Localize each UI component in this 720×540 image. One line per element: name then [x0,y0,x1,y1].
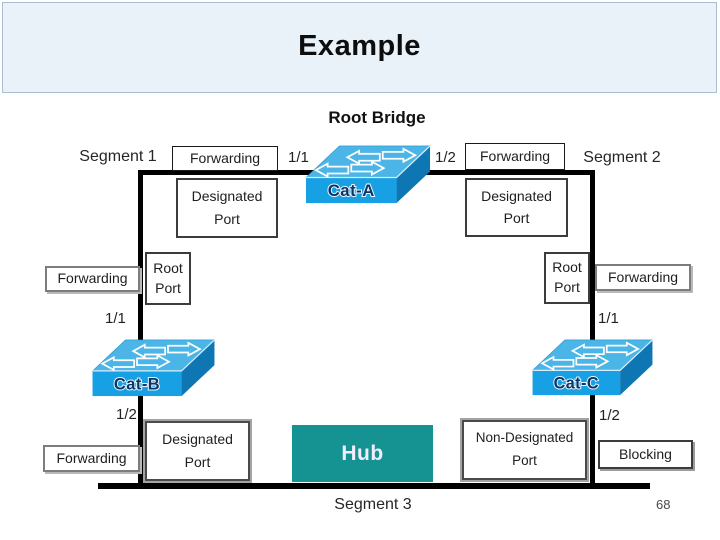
forwarding-label: Forwarding [57,270,128,287]
blocking-box-catc-down: Blocking [598,440,693,469]
hub-label: Hub [341,441,384,465]
cat-a-switch-label: Cat-A [328,181,375,200]
forwarding-box-segment2: Forwarding [465,143,565,170]
blocking-label: Blocking [619,445,672,462]
right-link-line [590,172,595,488]
port-id-cata-left: 1/1 [288,149,309,166]
segment3-label: Segment 3 [334,496,412,513]
role-line: Port [554,279,580,296]
port-id-cata-right: 1/2 [435,149,456,166]
segment1-label: Segment 1 [79,148,157,165]
slide-title: Example [298,30,421,62]
role-line: Root [153,259,183,276]
cat-b-switch-label: Cat-B [114,375,160,393]
root-port-box-catc: Root Port [544,252,590,304]
forwarding-label: Forwarding [607,268,679,285]
forwarding-box-catc-up: Forwarding [595,264,691,291]
designated-port-box-catb-down: Designated Port [145,421,250,481]
role-line: Port [214,210,240,227]
designated-port-box-cata-left: Designated Port [176,178,278,238]
cat-c-switch-icon: Cat-C [527,338,658,397]
segment2-label: Segment 2 [583,149,661,166]
port-id-catc-up: 1/1 [598,310,619,327]
role-line: Designated [481,187,552,204]
role-line: Designated [191,188,263,205]
port-id-catc-down: 1/2 [599,407,620,424]
role-line: Designated [162,431,233,448]
forwarding-box-catb-up: Forwarding [45,266,140,292]
hub-box: Hub [292,425,433,482]
cat-b-switch-icon: Cat-B [89,338,218,398]
root-bridge-label: Root Bridge [328,108,426,127]
cat-c-switch-label: Cat-C [554,374,599,392]
forwarding-label: Forwarding [479,147,551,164]
slide-header: Example [2,2,717,93]
forwarding-label: Forwarding [56,449,127,466]
root-port-box-catb: Root Port [145,252,191,305]
segment3-bottom-line [98,483,650,489]
role-line: Port [503,209,530,226]
role-line: Port [184,453,211,470]
role-line: Port [155,279,181,296]
left-link-line [138,170,143,488]
forwarding-box-catb-down: Forwarding [43,445,140,472]
designated-port-box-cata-right: Designated Port [465,178,568,237]
role-line: Non-Designated [475,430,574,446]
cat-a-switch-icon: Cat-A [304,143,432,206]
role-line: Root [552,259,582,276]
port-id-catb-up: 1/1 [105,310,126,327]
page-number: 68 [656,497,671,512]
forwarding-box-segment1: Forwarding [172,146,278,171]
port-id-catb-down: 1/2 [116,406,137,423]
forwarding-label: Forwarding [189,149,261,166]
role-line: Port [512,452,537,468]
non-designated-port-box-catc-down: Non-Designated Port [462,420,587,480]
